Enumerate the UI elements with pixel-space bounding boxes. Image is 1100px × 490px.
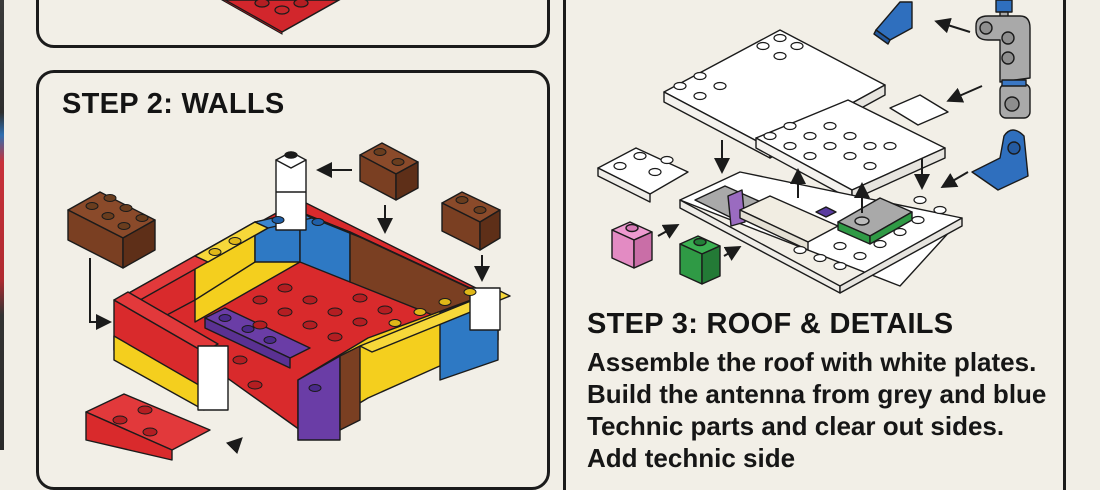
walls-assembly-diagram xyxy=(67,142,511,461)
step2-title: STEP 2: WALLS xyxy=(62,88,285,120)
red-base-plate-icon xyxy=(220,0,341,35)
step3-title: STEP 3: ROOF & DETAILS xyxy=(587,308,954,340)
step3-description: Assemble the roof with white plates. Bui… xyxy=(587,347,1047,473)
page-edge-binding xyxy=(0,0,4,450)
roof-and-antenna-diagram xyxy=(597,0,1031,294)
